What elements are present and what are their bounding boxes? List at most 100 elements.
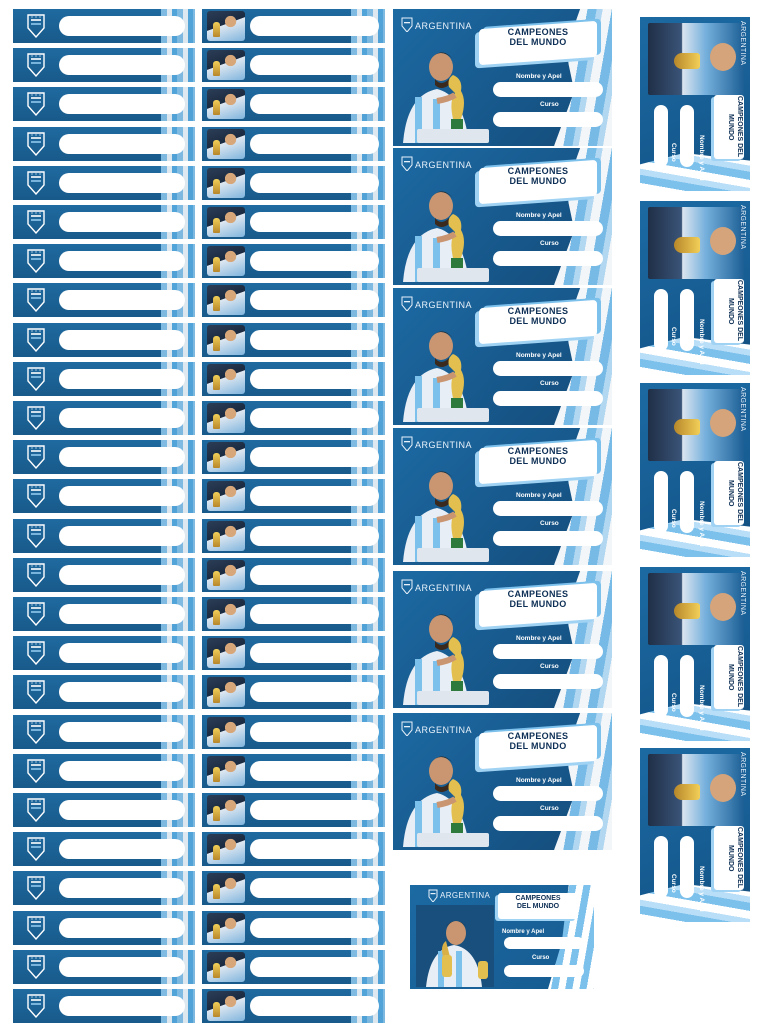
player-with-trophy-image bbox=[648, 389, 744, 461]
name-write-field[interactable] bbox=[59, 996, 185, 1016]
name-write-field[interactable] bbox=[250, 290, 379, 310]
course-field[interactable] bbox=[654, 289, 668, 351]
name-write-field[interactable] bbox=[59, 486, 185, 506]
course-field[interactable] bbox=[493, 816, 603, 831]
name-write-field[interactable] bbox=[59, 878, 185, 898]
trophy-icon bbox=[213, 336, 220, 351]
player-thumbnail-image bbox=[207, 873, 245, 903]
name-write-field[interactable] bbox=[59, 839, 185, 859]
name-field[interactable] bbox=[493, 644, 603, 659]
label-strip-shield bbox=[13, 950, 195, 984]
name-write-field[interactable] bbox=[250, 369, 379, 389]
name-write-field[interactable] bbox=[250, 447, 379, 467]
name-write-field[interactable] bbox=[250, 134, 379, 154]
name-field[interactable] bbox=[493, 221, 603, 236]
name-write-field[interactable] bbox=[250, 330, 379, 350]
name-field[interactable] bbox=[680, 289, 694, 351]
trophy-icon bbox=[213, 414, 220, 429]
name-write-field[interactable] bbox=[59, 134, 185, 154]
name-write-field[interactable] bbox=[59, 800, 185, 820]
player-thumbnail-image bbox=[207, 599, 245, 629]
label-strip-shield bbox=[13, 87, 195, 121]
name-field[interactable] bbox=[680, 471, 694, 533]
name-write-field[interactable] bbox=[59, 682, 185, 702]
trophy-icon bbox=[674, 237, 700, 253]
course-field[interactable] bbox=[654, 105, 668, 167]
label-strip-photo bbox=[202, 440, 385, 474]
name-write-field[interactable] bbox=[250, 800, 379, 820]
name-field[interactable] bbox=[680, 105, 694, 167]
course-field[interactable] bbox=[493, 112, 603, 127]
name-field[interactable] bbox=[680, 655, 694, 717]
name-write-field[interactable] bbox=[250, 55, 379, 75]
name-field[interactable] bbox=[493, 361, 603, 376]
name-write-field[interactable] bbox=[250, 878, 379, 898]
name-write-field[interactable] bbox=[250, 212, 379, 232]
course-field-label: Curso bbox=[670, 327, 677, 346]
name-write-field[interactable] bbox=[59, 330, 185, 350]
afa-shield-icon bbox=[27, 916, 45, 940]
name-write-field[interactable] bbox=[250, 682, 379, 702]
name-write-field[interactable] bbox=[59, 55, 185, 75]
name-write-field[interactable] bbox=[250, 761, 379, 781]
player-with-trophy-image bbox=[403, 331, 469, 422]
name-write-field[interactable] bbox=[250, 839, 379, 859]
player-with-trophy-image bbox=[648, 23, 744, 95]
name-write-field[interactable] bbox=[250, 604, 379, 624]
name-write-field[interactable] bbox=[250, 173, 379, 193]
name-field[interactable] bbox=[493, 786, 603, 801]
name-write-field[interactable] bbox=[59, 565, 185, 585]
player-thumbnail-image bbox=[207, 913, 245, 943]
name-write-field[interactable] bbox=[59, 408, 185, 428]
name-field[interactable] bbox=[493, 82, 603, 97]
name-write-field[interactable] bbox=[250, 526, 379, 546]
name-write-field[interactable] bbox=[250, 486, 379, 506]
name-write-field[interactable] bbox=[59, 447, 185, 467]
name-field[interactable] bbox=[493, 501, 603, 516]
course-field[interactable] bbox=[493, 531, 603, 546]
name-write-field[interactable] bbox=[250, 251, 379, 271]
trophy-icon bbox=[674, 603, 700, 619]
trophy-icon bbox=[213, 492, 220, 507]
name-write-field[interactable] bbox=[59, 369, 185, 389]
name-write-field[interactable] bbox=[59, 918, 185, 938]
course-field[interactable] bbox=[493, 391, 603, 406]
label-strip-photo bbox=[202, 558, 385, 592]
name-write-field[interactable] bbox=[59, 16, 185, 36]
name-write-field[interactable] bbox=[59, 251, 185, 271]
name-write-field[interactable] bbox=[59, 722, 185, 742]
course-field[interactable] bbox=[504, 965, 584, 977]
name-write-field[interactable] bbox=[250, 996, 379, 1016]
title-banner bbox=[714, 95, 744, 159]
name-write-field[interactable] bbox=[250, 643, 379, 663]
name-write-field[interactable] bbox=[250, 957, 379, 977]
player-thumbnail-image bbox=[207, 246, 245, 276]
name-write-field[interactable] bbox=[250, 565, 379, 585]
name-write-field[interactable] bbox=[59, 526, 185, 546]
name-write-field[interactable] bbox=[250, 722, 379, 742]
name-write-field[interactable] bbox=[59, 957, 185, 977]
name-write-field[interactable] bbox=[59, 761, 185, 781]
name-write-field[interactable] bbox=[59, 173, 185, 193]
name-field-label: Nombre y Apel bbox=[516, 352, 562, 359]
course-field[interactable] bbox=[654, 836, 668, 898]
course-field[interactable] bbox=[493, 674, 603, 689]
name-write-field[interactable] bbox=[59, 212, 185, 232]
course-field[interactable] bbox=[654, 471, 668, 533]
course-field[interactable] bbox=[493, 251, 603, 266]
name-write-field[interactable] bbox=[250, 16, 379, 36]
name-write-field[interactable] bbox=[250, 918, 379, 938]
name-write-field[interactable] bbox=[59, 94, 185, 114]
name-write-field[interactable] bbox=[59, 290, 185, 310]
player-thumbnail-image bbox=[207, 129, 245, 159]
course-field[interactable] bbox=[654, 655, 668, 717]
name-write-field[interactable] bbox=[59, 643, 185, 663]
name-field[interactable] bbox=[504, 937, 584, 949]
name-write-field[interactable] bbox=[59, 604, 185, 624]
name-field[interactable] bbox=[680, 836, 694, 898]
name-write-field[interactable] bbox=[250, 408, 379, 428]
name-write-field[interactable] bbox=[250, 94, 379, 114]
player-thumbnail-image bbox=[207, 795, 245, 825]
